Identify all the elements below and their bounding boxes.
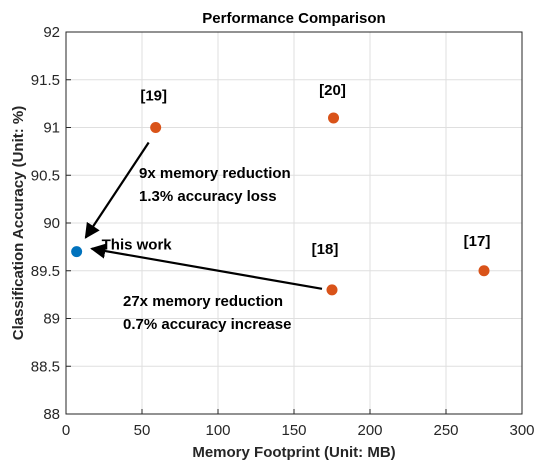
x-tick-label: 100 <box>205 422 230 439</box>
y-tick-label: 88 <box>43 406 60 423</box>
chart-title: Performance Comparison <box>202 10 385 27</box>
y-tick-label: 89 <box>43 311 60 328</box>
annotation-arrow <box>84 141 150 239</box>
annotation-text: 9x memory reduction <box>139 165 291 182</box>
data-point <box>328 112 340 124</box>
annotation-arrows <box>84 141 323 290</box>
y-tick-label: 91.5 <box>31 72 60 89</box>
point-label: [20] <box>319 82 346 99</box>
annotation-text: 0.7% accuracy increase <box>123 316 291 333</box>
data-point <box>150 122 162 133</box>
y-tick-label: 92 <box>43 24 60 41</box>
annotation-arrow <box>90 243 323 290</box>
axis-ticks: 0 50 100 150 200 250 300 88 88.5 89 89.5 90 90.5 91 91… <box>31 24 535 439</box>
x-tick-label: 250 <box>433 422 458 439</box>
point-label: This work <box>102 237 173 254</box>
x-tick-label: 300 <box>509 422 534 439</box>
annotation-text: 27x memory reduction <box>123 293 283 310</box>
x-tick-label: 0 <box>62 422 70 439</box>
point-labels: This work [19] [20] [18] [17] <box>102 82 491 258</box>
data-points <box>71 112 490 296</box>
point-label: [18] <box>312 241 339 258</box>
y-tick-label: 88.5 <box>31 358 60 375</box>
y-tick-label: 89.5 <box>31 263 60 280</box>
point-label: [17] <box>464 233 491 250</box>
x-tick-label: 200 <box>357 422 382 439</box>
point-label: [19] <box>140 88 167 105</box>
data-point <box>326 284 338 296</box>
data-point <box>478 265 490 277</box>
x-tick-label: 150 <box>281 422 306 439</box>
data-point <box>71 246 83 258</box>
x-tick-label: 50 <box>134 422 151 439</box>
annotation-text: 1.3% accuracy loss <box>139 188 277 205</box>
x-axis-title: Memory Footprint (Unit: MB) <box>192 444 395 461</box>
y-tick-label: 90.5 <box>31 167 60 184</box>
y-tick-label: 90 <box>43 215 60 232</box>
y-tick-label: 91 <box>43 120 60 137</box>
annotation-texts: 9x memory reduction 1.3% accuracy loss 27x… <box>123 165 291 333</box>
y-axis-title: Classification Accuracy (Unit: %) <box>10 106 27 341</box>
